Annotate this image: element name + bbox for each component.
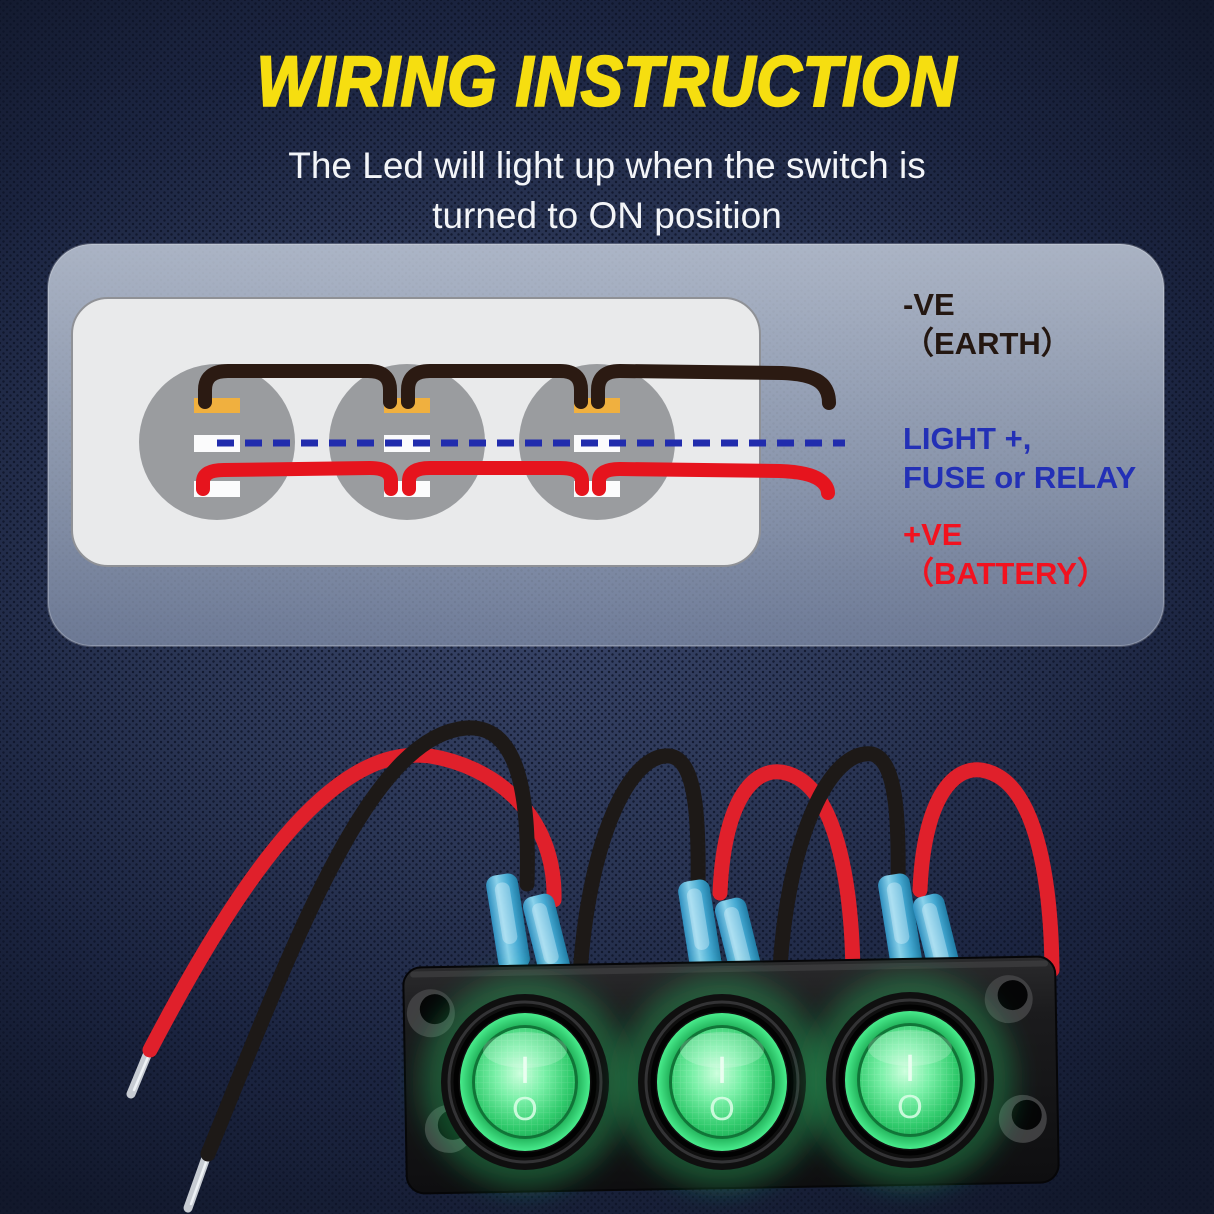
earth-label: -VE （EARTH） xyxy=(903,285,1072,363)
black-lead xyxy=(572,748,706,983)
light-fuse-relay-label: LIGHT +, FUSE or RELAY xyxy=(903,419,1136,497)
rocker-switch-3: I O xyxy=(806,974,1014,1186)
product-photo: I O I O xyxy=(126,720,1060,1213)
subtitle-line-2: turned to ON position xyxy=(432,195,782,236)
off-marking: O xyxy=(512,1090,538,1127)
battery-label: +VE （BATTERY） xyxy=(903,515,1108,593)
on-marking: I xyxy=(905,1048,916,1090)
stripped-wire-tips xyxy=(126,1043,213,1213)
off-marking: O xyxy=(897,1088,923,1125)
light-label-line2: FUSE or RELAY xyxy=(903,460,1137,495)
on-marking: I xyxy=(717,1050,728,1092)
earth-label-line1: -VE xyxy=(903,287,955,322)
off-marking: O xyxy=(709,1090,735,1127)
subtitle: The Led will light up when the switch is… xyxy=(0,141,1214,241)
rocker-switch-2: I O xyxy=(618,976,826,1188)
subtitle-line-1: The Led will light up when the switch is xyxy=(288,145,926,186)
on-marking: I xyxy=(520,1050,531,1092)
battery-label-line1: +VE xyxy=(903,517,963,552)
light-label-line1: LIGHT +, xyxy=(903,421,1032,456)
battery-label-line2: （BATTERY） xyxy=(903,556,1108,591)
earth-label-line2: （EARTH） xyxy=(903,326,1072,361)
page-title: WIRING INSTRUCTION xyxy=(256,42,958,123)
rocker-switch-1: I O xyxy=(421,976,629,1188)
